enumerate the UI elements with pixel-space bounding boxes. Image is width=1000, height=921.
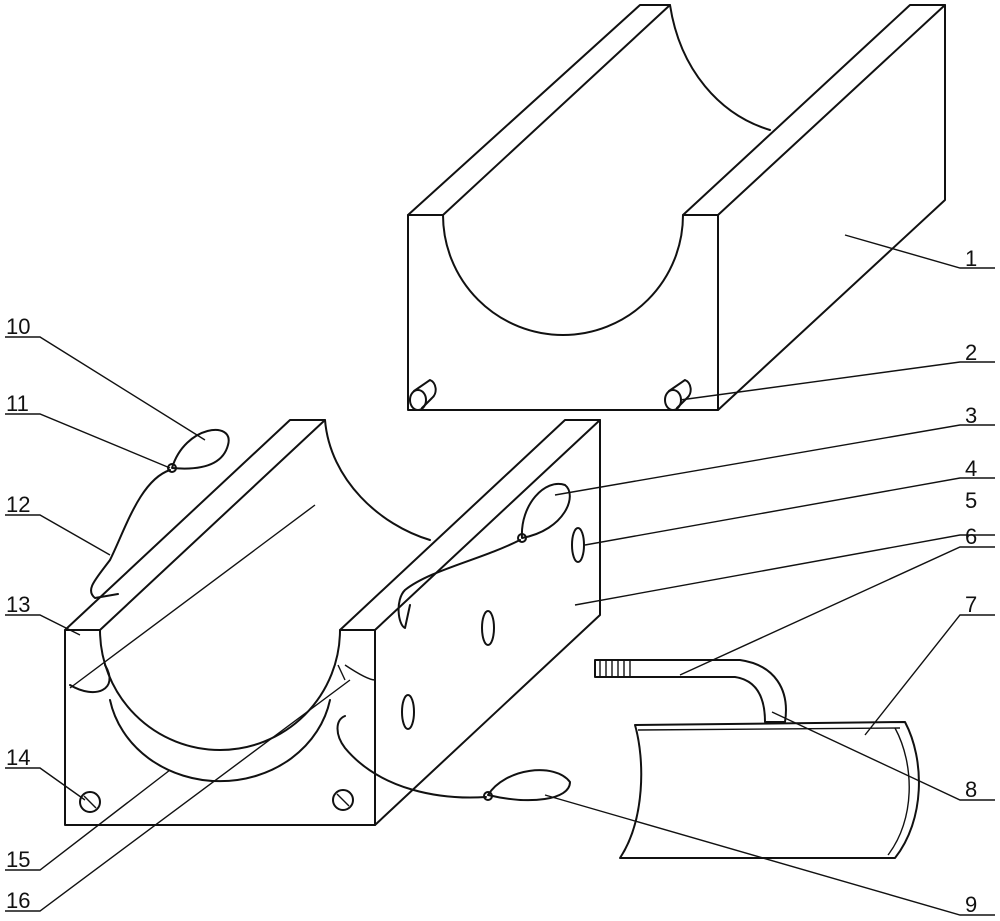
vent-holes	[79, 527, 585, 813]
curved-plate	[619, 721, 920, 859]
label-15: 15	[6, 847, 31, 872]
label-10: 10	[6, 314, 31, 339]
label-6: 6	[965, 524, 978, 549]
label-1: 1	[965, 246, 978, 271]
label-16: 16	[6, 888, 31, 913]
label-12: 12	[6, 492, 31, 517]
label-8: 8	[965, 777, 978, 802]
label-7: 7	[965, 592, 978, 617]
leader-lines	[5, 234, 995, 916]
label-3: 3	[965, 403, 978, 428]
air-bulbs	[90, 428, 571, 802]
label-13: 13	[6, 592, 31, 617]
label-11: 11	[6, 391, 29, 416]
locating-pin	[409, 379, 692, 411]
label-9: 9	[965, 892, 978, 917]
label-4: 4	[965, 456, 978, 481]
label-14: 14	[6, 745, 31, 770]
label-2: 2	[965, 340, 978, 365]
label-5: 5	[965, 488, 978, 513]
lower-mold-block	[64, 419, 601, 826]
upper-mold-block	[407, 4, 946, 411]
bent-pipe	[594, 659, 787, 723]
